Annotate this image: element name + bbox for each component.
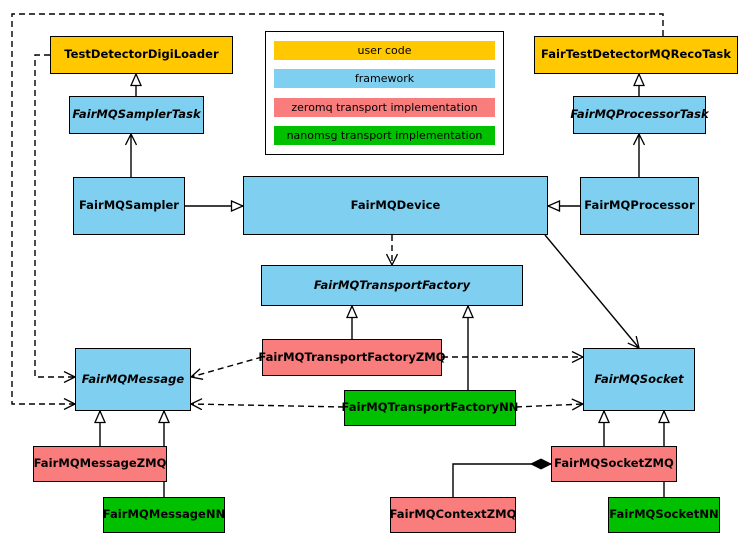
class-node-FairMQMessageZMQ[interactable]: FairMQMessageZMQ [33, 446, 167, 482]
legend: user code framework zeromq transport imp… [265, 31, 504, 155]
class-node-label: FairMQContextZMQ [389, 507, 517, 522]
edge-tfnn-to-socket [515, 404, 583, 407]
class-node-FairMQDevice[interactable]: FairMQDevice [243, 176, 548, 235]
class-node-FairMQSocket[interactable]: FairMQSocket [583, 348, 695, 411]
class-node-label: TestDetectorDigiLoader [64, 47, 219, 62]
class-node-label: FairMQSamplerTask [72, 107, 201, 122]
class-node-label: FairMQDevice [350, 197, 441, 212]
class-node-FairMQMessage[interactable]: FairMQMessage [75, 348, 191, 411]
class-node-label: FairMQMessage [81, 371, 185, 386]
legend-label: user code [357, 44, 412, 57]
legend-label: zeromq transport implementation [291, 100, 478, 114]
edge-device-to-socket [544, 234, 639, 348]
edge-tfzmq-to-message [191, 356, 263, 377]
legend-item-zeromq: zeromq transport implementation [274, 97, 495, 117]
class-node-FairMQProcessorTask[interactable]: FairMQProcessorTask [570, 96, 709, 134]
class-node-FairMQSocketZMQ[interactable]: FairMQSocketZMQ [551, 446, 677, 482]
class-node-label: FairMQSampler [78, 198, 180, 213]
legend-label: framework [354, 72, 415, 86]
class-node-FairMQMessageNN[interactable]: FairMQMessageNN [103, 497, 225, 533]
class-node-FairMQSocketNN[interactable]: FairMQSocketNN [608, 497, 720, 533]
class-node-label: FairMQSocketZMQ [554, 456, 674, 471]
legend-label: nanomsg transport implementation [286, 128, 483, 142]
class-node-TestDetectorDigiLoader[interactable]: TestDetectorDigiLoader [50, 36, 233, 74]
class-node-label: FairMQTransportFactoryNN [341, 400, 519, 415]
class-node-label: FairMQSocketNN [609, 507, 719, 522]
legend-item-user-code: user code [274, 41, 495, 60]
legend-item-nanomsg: nanomsg transport implementation [274, 125, 495, 145]
class-node-FairMQSamplerTask[interactable]: FairMQSamplerTask [69, 96, 204, 134]
legend-item-framework: framework [274, 69, 495, 89]
class-node-label: FairMQMessageZMQ [33, 456, 167, 471]
class-node-label: FairMQTransportFactoryZMQ [258, 349, 446, 364]
class-node-FairMQProcessor[interactable]: FairMQProcessor [580, 177, 699, 235]
class-node-FairMQTransportFactoryNN[interactable]: FairMQTransportFactoryNN [341, 390, 519, 426]
class-node-label: FairMQMessageNN [102, 507, 226, 522]
class-node-FairMQTransportFactory[interactable]: FairMQTransportFactory [261, 265, 523, 306]
class-node-label: FairMQProcessor [584, 198, 695, 213]
class-node-FairMQTransportFactoryZMQ[interactable]: FairMQTransportFactoryZMQ [258, 339, 446, 376]
edge-contextzmq-to-socketzmq [452, 464, 551, 497]
class-node-label: FairMQProcessorTask [570, 107, 709, 122]
edge-tfnn-to-message [191, 404, 345, 407]
class-node-FairMQContextZMQ[interactable]: FairMQContextZMQ [390, 497, 516, 533]
class-node-FairTestDetectorMQRecoTask[interactable]: FairTestDetectorMQRecoTask [534, 36, 738, 74]
class-node-label: FairMQSocket [594, 371, 684, 386]
class-node-label: FairMQTransportFactory [313, 277, 471, 292]
class-node-FairMQSampler[interactable]: FairMQSampler [73, 177, 185, 235]
class-node-label: FairTestDetectorMQRecoTask [540, 47, 732, 62]
